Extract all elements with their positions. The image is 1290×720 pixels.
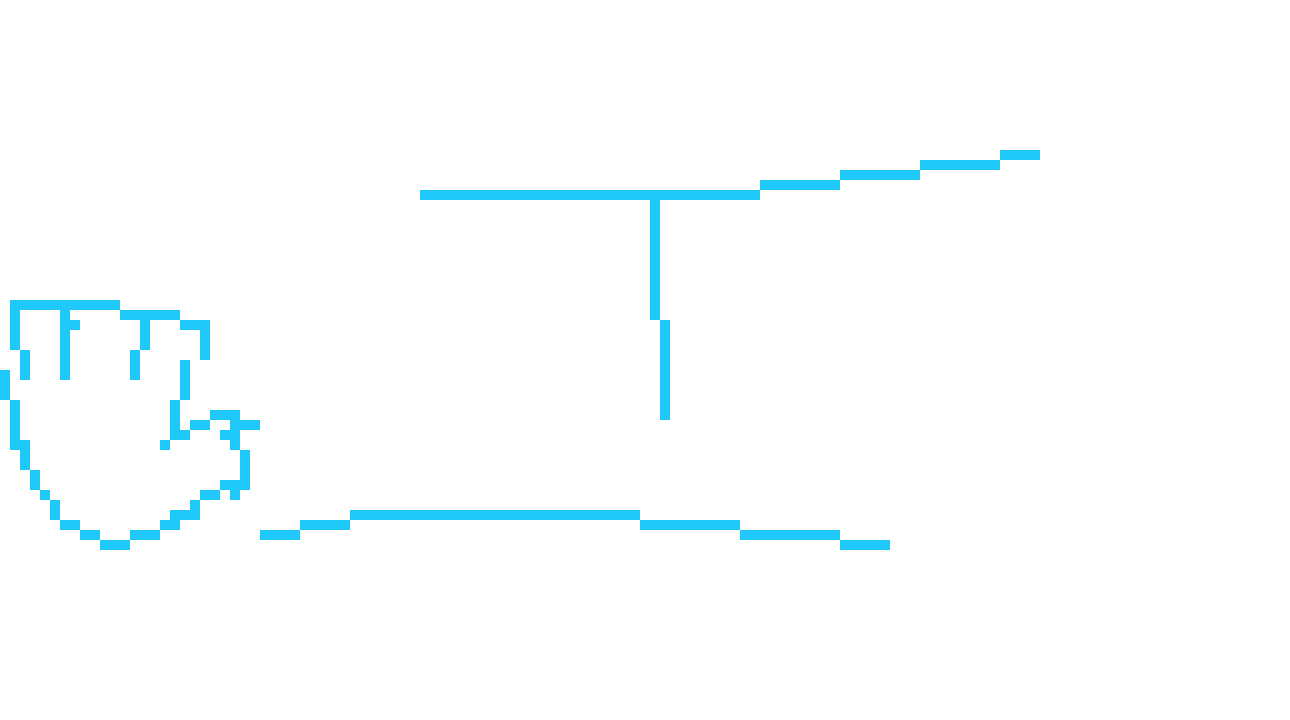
hand-pixel [160, 520, 180, 530]
hand-pixel [70, 320, 80, 330]
hand-pixel [170, 400, 180, 430]
hand-pixel [200, 330, 210, 360]
hand-icon[interactable] [0, 300, 260, 550]
hand-pixel [50, 500, 60, 520]
hand-pixel [190, 420, 210, 430]
top-line-segment [420, 190, 760, 200]
hand-pixel [170, 430, 190, 440]
hand-pixel [60, 520, 80, 530]
hand-pixel [100, 540, 130, 550]
hand-pixel [220, 480, 250, 490]
hand-pixel [80, 530, 100, 540]
hand-pixel [10, 440, 30, 450]
bottom-line-segment [300, 520, 350, 530]
top-line-segment [760, 180, 840, 190]
hand-pixel [10, 300, 120, 310]
hand-pixel [230, 440, 240, 450]
pixel-strokes [260, 150, 1040, 550]
hand-pixel [190, 500, 200, 510]
hand-pixel [130, 530, 160, 540]
bottom-line-segment [640, 520, 740, 530]
vertical-stem-segment [660, 320, 670, 420]
hand-pixel [220, 430, 240, 440]
hand-pixel [140, 320, 150, 350]
hand-pixel [60, 310, 70, 380]
hand-pixel [120, 310, 180, 320]
hand-pixel [230, 420, 260, 430]
top-line-segment [840, 170, 920, 180]
bottom-line-segment [740, 530, 840, 540]
hand-pixel [10, 400, 20, 440]
hand-pixel [200, 490, 220, 500]
top-line-segment [920, 160, 1000, 170]
hand-pixel [230, 490, 240, 500]
vertical-stem-segment [650, 200, 660, 320]
hand-pixel [130, 350, 140, 380]
hand-pixel [20, 350, 30, 380]
hand-pixel [40, 490, 50, 500]
hand-pixel [0, 370, 10, 400]
bottom-line-segment [840, 540, 890, 550]
bottom-line-segment [350, 510, 640, 520]
hand-pixel [180, 320, 210, 330]
bottom-line-segment [260, 530, 300, 540]
hand-pixel [10, 310, 20, 350]
hand-pixel [30, 470, 40, 490]
hand-pixel [240, 450, 250, 480]
hand-pixel [20, 450, 30, 470]
hand-pixel [210, 410, 240, 420]
top-line-segment [1000, 150, 1040, 160]
hand-pixel [160, 440, 170, 450]
hand-pixel [170, 510, 200, 520]
hand-pixel [180, 360, 190, 400]
